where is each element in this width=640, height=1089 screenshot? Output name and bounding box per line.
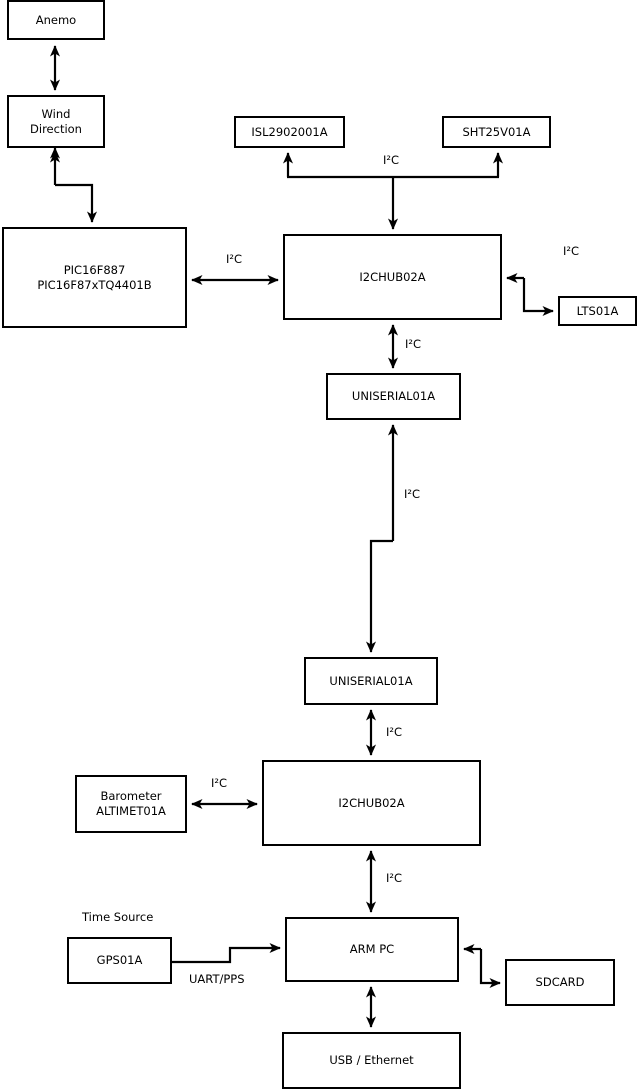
node-arm-pc[interactable]: ARM PC	[285, 917, 459, 982]
node-sht25v01a[interactable]: SHT25V01A	[442, 116, 551, 148]
edge-label-barometer-hub2: I²C	[211, 776, 228, 790]
node-usb-ethernet[interactable]: USB / Ethernet	[282, 1032, 461, 1089]
node-i2chub02a-bottom[interactable]: I2CHUB02A	[262, 760, 481, 846]
wire-wind-pic-step	[55, 183, 98, 223]
node-wind-direction[interactable]: Wind Direction	[7, 95, 105, 148]
node-uniserial01a-upper[interactable]: UNISERIAL01A	[326, 373, 461, 420]
wire-lts-to-hub-step	[522, 278, 554, 317]
edge-label-hub-lts: I²C	[563, 244, 580, 258]
wire-armpc-to-sdcard	[479, 949, 501, 989]
node-pic-microcontroller[interactable]: PIC16F887 PIC16F87xTQ4401B	[2, 227, 187, 328]
edge-label-uniserial-link: I²C	[404, 487, 421, 501]
node-sdcard[interactable]: SDCARD	[505, 959, 615, 1006]
node-anemo[interactable]: Anemo	[7, 0, 105, 40]
node-barometer-altimet01a[interactable]: Barometer ALTIMET01A	[75, 775, 187, 833]
edge-label-hub-uniserial: I²C	[405, 337, 422, 351]
wire-uniserial-link-step	[365, 539, 393, 653]
wire-gps-armpc	[172, 942, 281, 964]
edge-label-pic-hub: I²C	[226, 252, 243, 266]
edge-label-sensor-bus: I²C	[383, 153, 400, 167]
edge-label-hub2-armpc: I²C	[386, 871, 403, 885]
edge-label-gps-armpc: UART/PPS	[189, 972, 245, 986]
node-gps01a[interactable]: GPS01A	[67, 937, 172, 984]
label-time-source: Time Source	[82, 910, 154, 924]
node-isl2902001a[interactable]: ISL2902001A	[234, 116, 345, 148]
node-lts01a[interactable]: LTS01A	[558, 296, 637, 326]
node-i2chub02a-top[interactable]: I2CHUB02A	[283, 234, 502, 320]
node-uniserial01a-lower[interactable]: UNISERIAL01A	[304, 657, 438, 705]
edge-label-uniserial-hub2: I²C	[386, 725, 403, 739]
